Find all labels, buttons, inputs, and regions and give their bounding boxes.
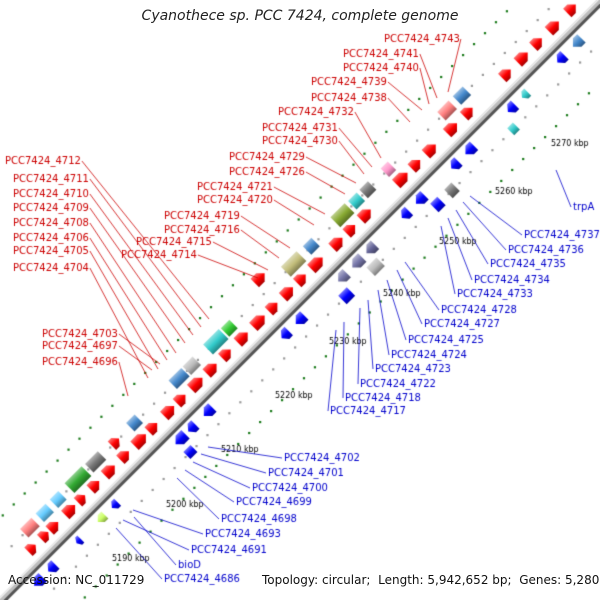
length-value: 5,942,652 bp: [427, 573, 508, 587]
genes-value: 5,280: [564, 573, 600, 587]
genome-summary: Topology: circular; Length: 5,942,652 bp…: [262, 573, 600, 587]
accession-label: Accession:: [8, 573, 72, 587]
genes-label: Genes:: [519, 573, 562, 587]
length-label: Length:: [378, 573, 424, 587]
accession-info: Accession: NC_011729: [8, 573, 144, 587]
accession-value: NC_011729: [75, 573, 145, 587]
map-title: Cyanothece sp. PCC 7424, complete genome: [141, 8, 459, 24]
topology-value: circular: [321, 573, 367, 587]
topology-label: Topology:: [262, 573, 319, 587]
